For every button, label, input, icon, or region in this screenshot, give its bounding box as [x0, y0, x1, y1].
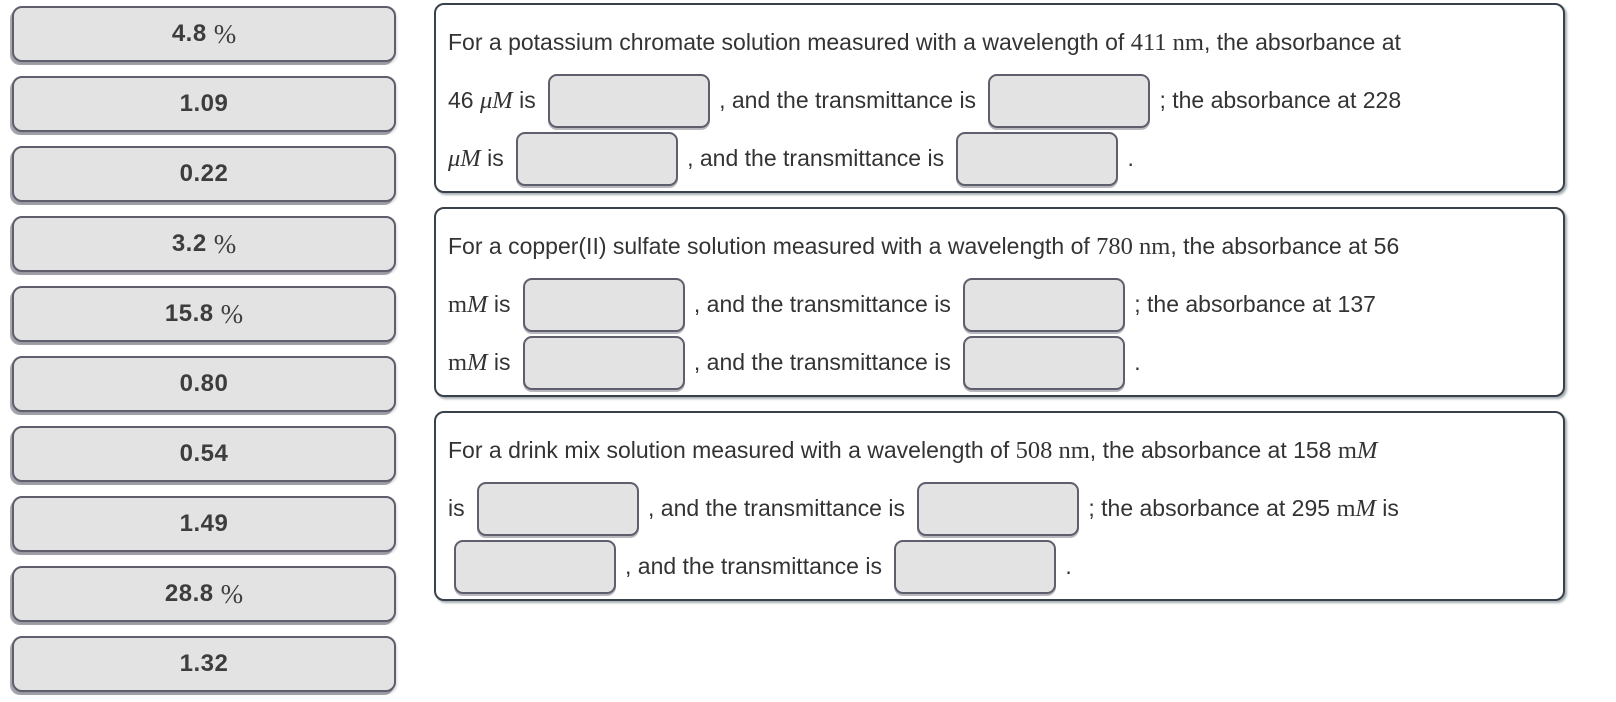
- answer-tile[interactable]: 1.09: [12, 76, 396, 132]
- question-text: is: [512, 87, 543, 113]
- slot-copper-transmittance-56mM[interactable]: [963, 277, 1126, 332]
- question-box-potassium-chromate: For a potassium chromate solution measur…: [434, 3, 1565, 193]
- question-text: For a drink mix solution measured with a…: [448, 437, 1016, 463]
- question-text: , the absorbance at 56: [1170, 233, 1400, 259]
- question-text: m: [1336, 494, 1356, 522]
- question-text: , and the transmittance is: [687, 145, 951, 171]
- tile-percent-sign: %: [213, 18, 237, 49]
- slot-chromate-transmittance-228uM[interactable]: [956, 131, 1119, 186]
- question-line: For a copper(II) sulfate solution measur…: [448, 218, 1551, 276]
- question-text: m: [448, 348, 468, 376]
- slot-chromate-absorbance-228uM[interactable]: [516, 131, 679, 186]
- question-text: μM: [479, 86, 513, 114]
- answer-tile[interactable]: 1.32: [12, 636, 396, 692]
- answer-tile[interactable]: 0.54: [12, 426, 396, 482]
- answer-tile[interactable]: 28.8%: [12, 566, 396, 622]
- question-text: 46: [448, 87, 480, 113]
- tile-value: 1.32: [179, 650, 229, 677]
- slot-drinkmix-transmittance-158mM[interactable]: [917, 481, 1080, 536]
- question-text: , the absorbance at: [1203, 29, 1401, 55]
- question-text: m: [1337, 436, 1357, 464]
- slot-chromate-absorbance-46uM[interactable]: [548, 73, 711, 128]
- answer-tile[interactable]: 15.8%: [12, 286, 396, 342]
- tile-percent-sign: %: [213, 228, 237, 259]
- question-text: .: [1065, 553, 1072, 579]
- slot-chromate-transmittance-46uM[interactable]: [988, 73, 1151, 128]
- question-line: μM is , and the transmittance is .: [448, 130, 1551, 188]
- question-text: is: [480, 145, 511, 171]
- tile-percent-sign: %: [220, 578, 244, 609]
- question-text: ; the absorbance at 295: [1088, 495, 1337, 521]
- question-text: 780 nm: [1096, 232, 1171, 260]
- question-text: ; the absorbance at 137: [1134, 291, 1376, 317]
- tile-value: 3.2: [171, 230, 207, 257]
- slot-copper-absorbance-56mM[interactable]: [522, 277, 685, 332]
- question-text: For a potassium chromate solution measur…: [448, 29, 1131, 55]
- question-text: is: [1375, 495, 1399, 521]
- answer-tile[interactable]: 3.2%: [12, 216, 396, 272]
- slot-drinkmix-transmittance-295mM[interactable]: [894, 539, 1057, 594]
- answer-tile[interactable]: 1.49: [12, 496, 396, 552]
- tile-value: 0.22: [179, 160, 229, 187]
- question-text: , and the transmittance is: [693, 291, 958, 317]
- question-text: For a copper(II) sulfate solution measur…: [448, 233, 1097, 259]
- question-text: is: [448, 495, 471, 521]
- question-text: is: [487, 349, 517, 375]
- question-text: M: [467, 348, 488, 376]
- tile-value: 28.8: [164, 580, 214, 607]
- slot-copper-absorbance-137mM[interactable]: [522, 335, 685, 390]
- answer-tile[interactable]: 0.22: [12, 146, 396, 202]
- tile-value: 0.54: [179, 440, 229, 467]
- question-text: M: [467, 290, 488, 318]
- question-box-drink-mix: For a drink mix solution measured with a…: [434, 411, 1565, 601]
- question-line: 46 μM is , and the transmittance is ; th…: [448, 72, 1551, 130]
- question-text: .: [1127, 145, 1134, 171]
- answer-tile[interactable]: 0.80: [12, 356, 396, 412]
- tile-value: 15.8: [164, 300, 214, 327]
- tile-value: 1.49: [179, 510, 229, 537]
- question-text: μM: [448, 144, 481, 172]
- tile-value: 0.80: [179, 370, 229, 397]
- questions: For a potassium chromate solution measur…: [434, 3, 1565, 601]
- question-box-copper-sulfate: For a copper(II) sulfate solution measur…: [434, 207, 1565, 397]
- slot-drinkmix-absorbance-158mM[interactable]: [477, 481, 639, 536]
- tile-percent-sign: %: [220, 298, 244, 329]
- question-line: , and the transmittance is .: [448, 538, 1551, 596]
- question-text: M: [1356, 436, 1378, 464]
- tile-value: 4.8: [171, 20, 207, 47]
- question-text: 508 nm: [1015, 436, 1090, 464]
- question-text: , and the transmittance is: [648, 495, 912, 521]
- question-text: .: [1134, 349, 1141, 375]
- question-text: M: [1355, 494, 1376, 522]
- question-text: , and the transmittance is: [625, 553, 889, 579]
- question-text: m: [448, 290, 468, 318]
- question-text: ; the absorbance at 228: [1159, 87, 1402, 113]
- question-line: For a potassium chromate solution measur…: [448, 14, 1551, 72]
- question-text: 411 nm: [1130, 28, 1204, 56]
- question-text: is: [487, 291, 517, 317]
- slot-drinkmix-absorbance-295mM[interactable]: [454, 539, 616, 594]
- question-line: is , and the transmittance is ; the abso…: [448, 480, 1551, 538]
- answer-tile[interactable]: 4.8%: [12, 6, 396, 62]
- tile-value: 1.09: [179, 90, 229, 117]
- question-text: , and the transmittance is: [693, 349, 958, 375]
- slot-copper-transmittance-137mM[interactable]: [963, 335, 1126, 390]
- question-line: For a drink mix solution measured with a…: [448, 422, 1551, 480]
- question-text: , and the transmittance is: [719, 87, 983, 113]
- question-text: , the absorbance at 158: [1089, 437, 1338, 463]
